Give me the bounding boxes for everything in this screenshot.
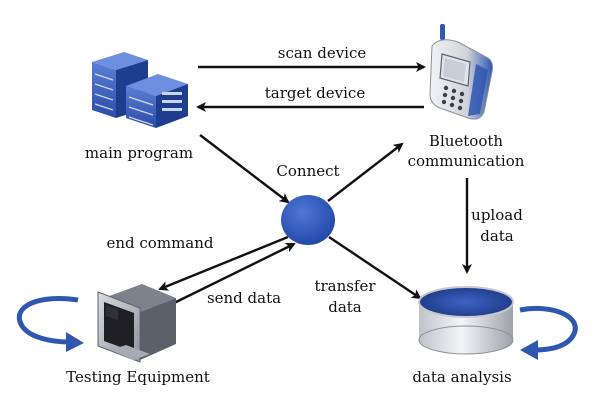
target-device-label: target device [265, 84, 366, 102]
testing-equipment-label: Testing Equipment [66, 368, 210, 386]
send-data-label: send data [207, 289, 281, 307]
cycle-arrow-icon [519, 305, 578, 360]
data-analysis-label: data analysis [412, 368, 511, 386]
bluetooth-label-line2: communication [408, 152, 525, 170]
upload-label-line2: data [480, 227, 514, 245]
main-to-connect-arrow [199, 134, 290, 204]
transfer-data-arrow [328, 236, 422, 300]
cycle-arrow-icon [17, 295, 84, 352]
database-disk-icon [418, 286, 514, 355]
transfer-label-line1: transfer [314, 277, 376, 295]
end-command-arrow [158, 235, 289, 291]
connect-label: Connect [276, 162, 339, 180]
transfer-label-line2: data [328, 298, 362, 316]
connect-to-bluetooth-arrow [327, 142, 404, 202]
bluetooth-label-line1: Bluetooth [429, 132, 503, 150]
monitor-icon [97, 284, 176, 363]
mobile-phone-icon [429, 24, 493, 120]
scan-device-label: scan device [278, 44, 367, 62]
server-rack-icon [92, 52, 188, 128]
upload-label-line1: upload [471, 206, 523, 224]
connect-hub [281, 195, 335, 245]
send-data-arrow [171, 242, 296, 306]
main-program-label: main program [85, 144, 193, 162]
end-command-label: end command [107, 234, 214, 252]
